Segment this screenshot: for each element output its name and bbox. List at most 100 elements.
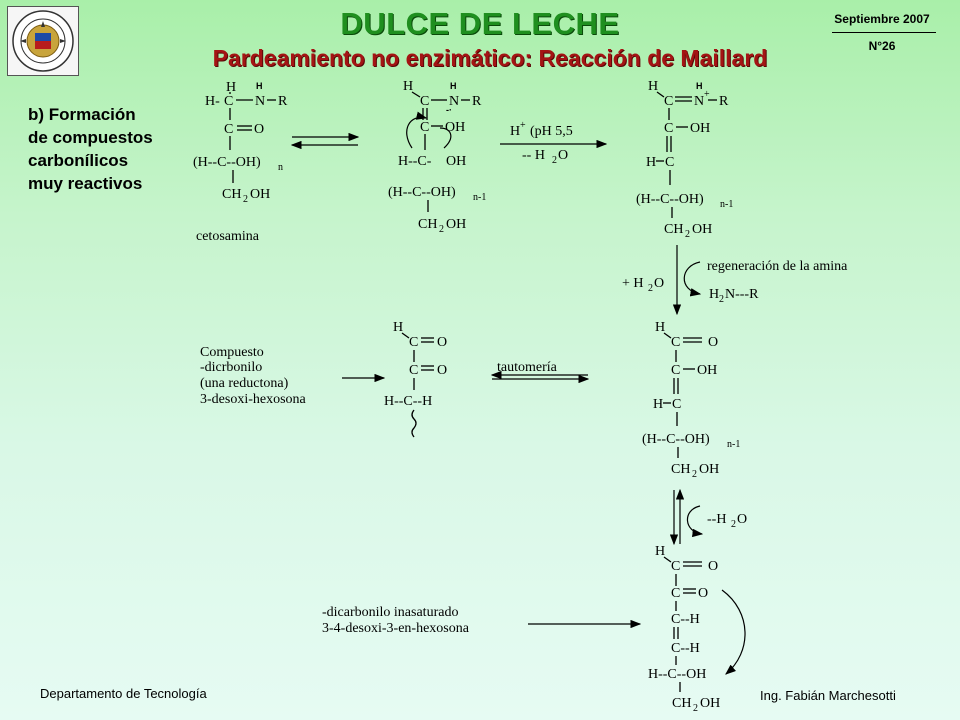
alkene-carbon: C--H bbox=[671, 612, 700, 627]
university-seal-logo bbox=[7, 6, 79, 76]
atom-h: H bbox=[646, 155, 656, 170]
cetosamina-structure: H H- C H N R C O (H--C--OH) n CH 2 OH ce… bbox=[193, 80, 288, 244]
atom-o: O bbox=[254, 122, 264, 137]
oh-group: OH bbox=[699, 462, 719, 477]
atom-c: C bbox=[409, 335, 418, 350]
label-line: -dicarbonilo inasaturado bbox=[322, 605, 458, 620]
atom-h: H bbox=[450, 81, 457, 91]
label-line: 3-desoxi-hexosona bbox=[200, 392, 307, 407]
hydrolysis-step: + H 2 O regeneración de la amina H 2 N--… bbox=[622, 245, 848, 316]
enol-carbonyl-structure: H C O C OH H C (H--C--OH) n-1 CH 2 OH bbox=[642, 320, 740, 480]
atom-h: H bbox=[696, 81, 703, 91]
oh-group: OH bbox=[697, 363, 717, 378]
atom-c: C bbox=[420, 94, 429, 109]
dicarbonilo-label: -dicarbonilo inasaturado 3-4-desoxi-3-en… bbox=[322, 605, 470, 636]
subscript-2: 2 bbox=[693, 703, 698, 714]
hydroxy-carbon: H--C--OH bbox=[648, 667, 706, 682]
oh-group: OH bbox=[445, 120, 465, 135]
hydroxy-chain: (H--C--OH) bbox=[636, 192, 704, 207]
atom-h: H bbox=[226, 80, 236, 95]
hydroxy-chain: (H--C--OH) bbox=[193, 155, 261, 170]
issue-date: Septiembre 2007 bbox=[834, 12, 930, 26]
condition-text: O bbox=[558, 148, 568, 163]
label-line: Compuesto bbox=[200, 345, 264, 360]
section-heading: b) Formación de compuestos carbonílicos … bbox=[28, 103, 208, 195]
equilibrium-arrows bbox=[290, 132, 360, 150]
atom-h: H bbox=[655, 544, 665, 559]
ch2oh-group: CH bbox=[664, 222, 683, 237]
dehydration-step: --H 2 O bbox=[669, 488, 747, 546]
condition-text: -- H bbox=[522, 148, 545, 163]
atom-c: C bbox=[224, 122, 233, 137]
atom-c: C bbox=[671, 335, 680, 350]
atom-o: O bbox=[437, 363, 447, 378]
enol-intermediate-structure: H C H N R -· C OH H--C- OH (H--C--OH) n-… bbox=[388, 79, 486, 235]
atom-h: H bbox=[648, 79, 658, 94]
ch2oh-group: CH bbox=[672, 696, 691, 711]
atom-c: C bbox=[671, 586, 680, 601]
atom-o: O bbox=[437, 335, 447, 350]
atom-r: R bbox=[719, 94, 729, 109]
atom-c: C bbox=[664, 121, 673, 136]
atom-n: N bbox=[694, 94, 704, 109]
superscript-plus: + bbox=[520, 120, 526, 131]
alkene-carbon: C--H bbox=[671, 641, 700, 656]
subscript-2: 2 bbox=[243, 194, 248, 205]
hydroxy-chain: (H--C--OH) bbox=[642, 432, 710, 447]
section-line: de compuestos bbox=[28, 128, 153, 147]
subscript-2: 2 bbox=[439, 224, 444, 235]
subscript-2: 2 bbox=[731, 519, 736, 530]
issue-number: N°26 bbox=[868, 39, 896, 53]
oh-group: OH bbox=[700, 696, 720, 711]
subscript-n1: n-1 bbox=[473, 192, 486, 203]
subscript-2: 2 bbox=[552, 155, 557, 166]
oh-group: OH bbox=[250, 187, 270, 202]
wavy-bond bbox=[411, 409, 417, 438]
condition-text: (pH 5,5 bbox=[530, 124, 573, 139]
atom-c: C bbox=[671, 559, 680, 574]
tautomerism-step: tautomería bbox=[490, 360, 590, 384]
subscript-2: 2 bbox=[648, 283, 653, 294]
ch2oh-group: CH bbox=[671, 462, 690, 477]
water-loss: O bbox=[737, 512, 747, 527]
hydroxy-chain: (H--C--OH) bbox=[388, 185, 456, 200]
label-line: (una reductona) bbox=[200, 376, 289, 391]
subscript-n: n bbox=[278, 162, 283, 173]
iminium-structure: H C H N + R C OH H C (H--C--OH) n-1 CH 2 bbox=[636, 79, 733, 240]
atom-o: O bbox=[698, 586, 708, 601]
atom-c: C bbox=[672, 397, 681, 412]
subscript-2: 2 bbox=[719, 294, 724, 305]
amine-product: H bbox=[709, 287, 719, 302]
section-line: muy reactivos bbox=[28, 174, 143, 193]
unsaturated-dicarbonyl-structure: H C O C O C--H C--H H--C--OH CH 2 OH bbox=[528, 544, 746, 714]
page-title: DULCE DE LECHE bbox=[340, 6, 620, 41]
atom-n: N bbox=[449, 94, 459, 109]
lone-pair-dots: -· bbox=[446, 105, 452, 115]
cetosamina-label: cetosamina bbox=[196, 229, 260, 244]
subscript-n1: n-1 bbox=[727, 439, 740, 450]
atom-c: C bbox=[671, 363, 680, 378]
label-line: -dicrbonilo bbox=[200, 360, 262, 375]
atom-h: H bbox=[655, 320, 665, 335]
oh-group: OH bbox=[690, 121, 710, 136]
tautomerism-label: tautomería bbox=[497, 360, 558, 375]
acid-condition: H + (pH 5,5 -- H 2 O bbox=[500, 120, 608, 166]
atom-h: H bbox=[393, 320, 403, 335]
condition-text: H bbox=[510, 124, 520, 139]
amine-product: N---R bbox=[725, 287, 759, 302]
atom-c: C bbox=[409, 363, 418, 378]
section-line: b) Formación bbox=[28, 105, 136, 124]
seal-icon bbox=[12, 10, 74, 72]
atom-c: C bbox=[664, 94, 673, 109]
atom-o: O bbox=[708, 559, 718, 574]
desoxihexosona-structure: H C O C O H--C--H bbox=[342, 320, 447, 438]
footer-author: Ing. Fabián Marchesotti bbox=[760, 688, 896, 703]
ch2oh-group: CH bbox=[222, 187, 241, 202]
atom-h: H bbox=[403, 79, 413, 94]
hc-group: H--C- bbox=[398, 154, 432, 169]
subscript-2: 2 bbox=[685, 229, 690, 240]
atom-r: R bbox=[278, 94, 288, 109]
subscript-n1: n-1 bbox=[720, 199, 733, 210]
atom-h: H bbox=[653, 397, 663, 412]
